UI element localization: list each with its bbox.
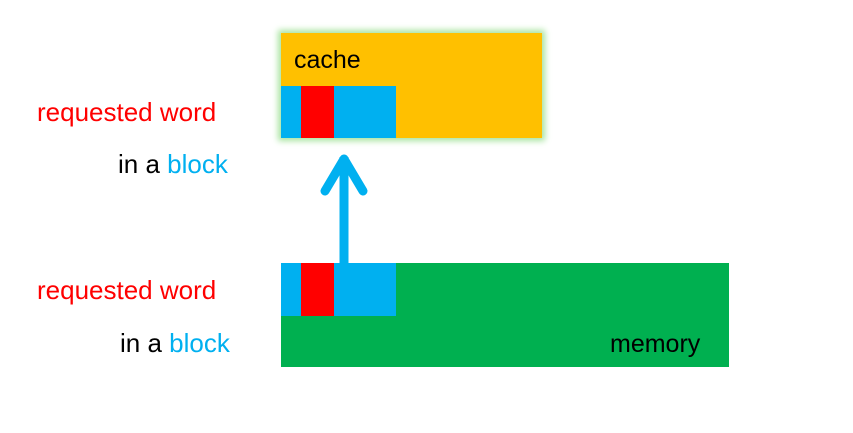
cache-block <box>281 86 396 138</box>
memory-block-text: block <box>169 328 230 358</box>
memory-requested-word <box>301 263 334 316</box>
memory-title: memory <box>610 330 701 358</box>
memory-in-a-block-label: in a block <box>120 328 230 358</box>
memory-in-a-text: in a <box>120 328 162 358</box>
up-arrow-icon <box>320 154 368 265</box>
memory-block <box>281 263 396 316</box>
cache-block-text: block <box>167 149 228 179</box>
cache-in-a-block-label: in a block <box>118 149 228 179</box>
cache-title: cache <box>294 46 361 74</box>
cache-requested-word <box>301 86 334 138</box>
memory-requested-word-label: requested word <box>37 275 217 305</box>
cache-requested-word-label: requested word <box>37 97 217 127</box>
cache-in-a-text: in a <box>118 149 160 179</box>
